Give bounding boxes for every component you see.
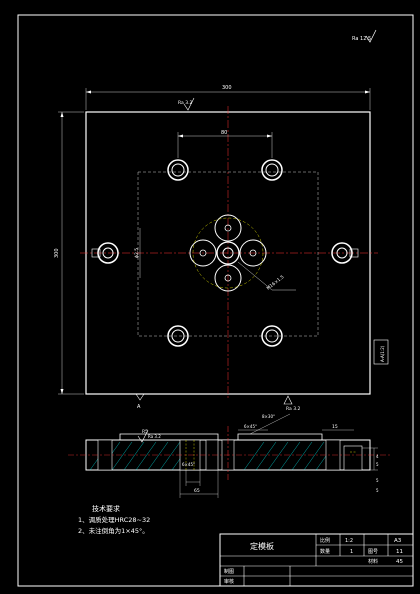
title-material-value: 45 [396, 559, 403, 565]
section-dim-r5: R5 [142, 429, 148, 435]
roughness-plan-top-label: Ra 3.2 [178, 100, 193, 106]
section-dim-chamfer-c: 8×30° [262, 414, 275, 419]
guide-hole-tl [167, 159, 189, 181]
dim-inner-left: ϕ2.5 [134, 228, 141, 278]
title-qty-label: 数量 [320, 548, 330, 555]
dim-inner-top: 80 [177, 130, 273, 158]
tech-notes-title: 技术要求 [92, 504, 120, 513]
leader-thread-label: M16×1.5 [266, 274, 286, 291]
section-dim-chamfer-a: 6×45° [182, 462, 195, 467]
dim-overall-width-label: 300 [222, 85, 232, 91]
tech-notes: 技术要求 1、调质处理HRC28~32 2、未注倒角为1×45°。 [78, 504, 150, 535]
dim-overall-height-label: 300 [54, 248, 60, 258]
guide-hole-bl [167, 325, 189, 347]
section-hole-6 [343, 445, 363, 471]
section-roughness-symbol [137, 429, 149, 443]
right-tab-label: A-A(1:2) [380, 345, 385, 362]
section-step-left [119, 433, 219, 440]
section-step-right [237, 433, 323, 440]
pin-layout-outline [137, 171, 319, 337]
section-dim-5b: 5 [376, 478, 379, 483]
title-material-label: 材料 [368, 558, 378, 565]
section-roughness-label: Ra 3.2 [148, 434, 161, 439]
title-block: 定模板 比例 1:2 A3 数量 1 图号 11 材料 45 制图 审核 [219, 533, 414, 587]
section-marker-a-label: A [137, 404, 141, 410]
plan-view: 300 80 300 ϕ2.5 M16×1.5 [54, 85, 389, 412]
title-sheet-label: 图号 [368, 549, 378, 555]
tech-note-1: 1、调质处理HRC28~32 [78, 515, 150, 524]
section-view: R5 6×45° 65 6×45° 8×30° 15 4 5 5 5 Ra 3.… [68, 413, 390, 498]
section-dim-15: 15 [332, 424, 338, 430]
title-drawing-name: 定模板 [250, 541, 274, 551]
section-dim-65: 65 [194, 488, 200, 494]
section-dim-4: 4 [376, 454, 379, 459]
title-scale-value: 1:2 [345, 538, 353, 544]
leader-thread: M16×1.5 [237, 261, 296, 292]
roughness-plan-bottom-label: Ra 3.2 [286, 406, 301, 412]
section-marker-a: A [135, 393, 145, 410]
side-hole-left [91, 242, 119, 264]
guide-hole-tr [261, 159, 283, 181]
dim-inner-top-label: 80 [221, 130, 227, 136]
title-qty-value: 1 [350, 549, 353, 555]
guide-hole-br [261, 325, 283, 347]
title-designer-label: 制图 [224, 568, 234, 575]
title-checker-label: 审核 [224, 578, 234, 585]
corner-roughness-label: Ra 12.5 [352, 36, 371, 42]
section-dim-5a: 5 [376, 462, 379, 467]
roughness-plan-bottom: Ra 3.2 [283, 395, 301, 412]
right-tab: A-A(1:2) [373, 339, 389, 365]
dim-overall-height: 300 [54, 111, 84, 395]
sheet-border [17, 14, 414, 587]
title-sheet-value: 11 [396, 549, 403, 555]
roughness-plan-top: Ra 3.2 [178, 97, 195, 111]
section-dim-chamfer-b: 6×45° [244, 424, 257, 429]
central-runner-cluster [189, 214, 267, 292]
section-dim-5c: 5 [376, 488, 379, 493]
side-hole-right [331, 242, 359, 264]
corner-roughness: Ra 12.5 [352, 29, 377, 43]
section-dim-lines [179, 413, 378, 498]
dim-overall-width: 300 [85, 85, 371, 110]
title-paper-value: A3 [394, 538, 402, 544]
title-scale-label: 比例 [320, 537, 330, 544]
tech-note-2: 2、未注倒角为1×45°。 [78, 526, 149, 535]
dim-inner-left-label: ϕ2.5 [134, 248, 140, 258]
